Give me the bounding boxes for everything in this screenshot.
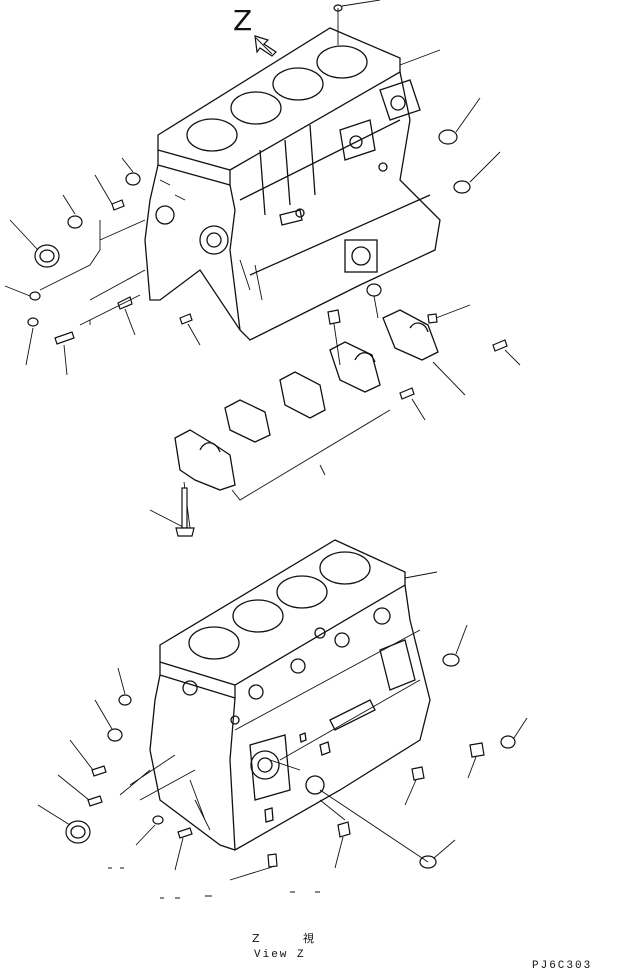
- cylinder-block-top: [144, 27, 441, 341]
- drawing-code: PJ6C303: [532, 960, 593, 972]
- view-caption-jp: Z 視: [252, 932, 335, 945]
- top-block-parts: [27, 4, 508, 400]
- direction-arrow-icon: [254, 35, 277, 57]
- view-caption-en: View Z: [254, 949, 306, 961]
- view-marker-label: Z: [233, 4, 253, 37]
- cylinder-block-bottom: [149, 539, 431, 851]
- leader-lines-top: [4, 0, 521, 421]
- bottom-block-parts: [65, 653, 516, 869]
- leader-lines-bottom: [37, 571, 528, 899]
- main-bearing-caps: [149, 309, 466, 537]
